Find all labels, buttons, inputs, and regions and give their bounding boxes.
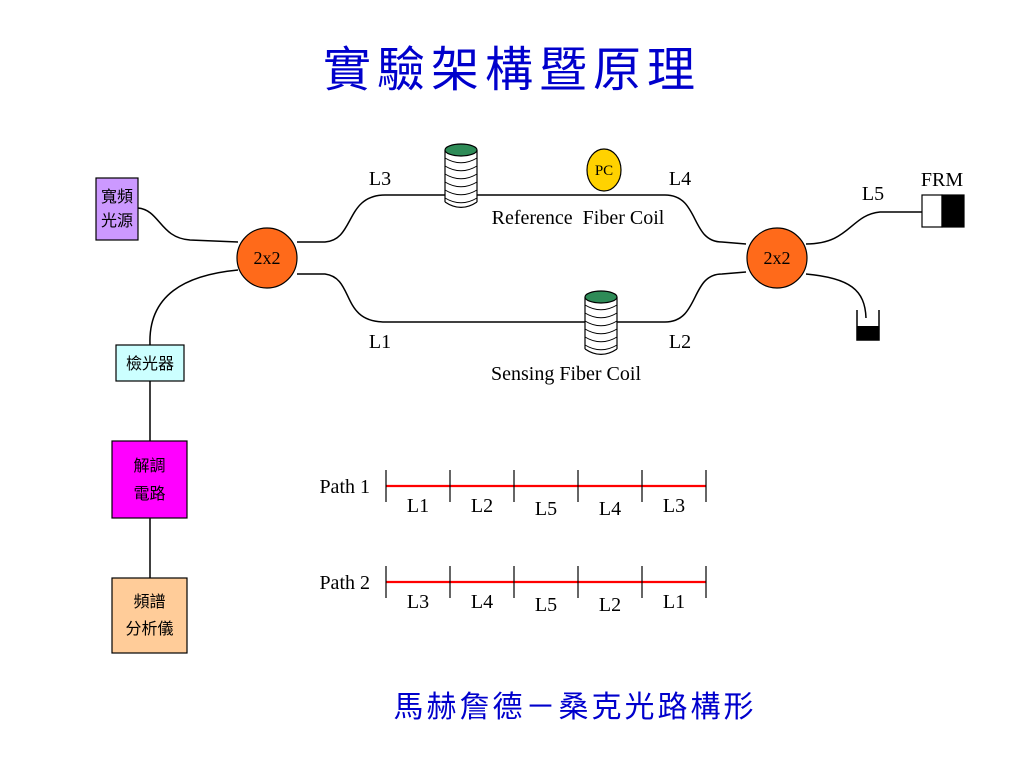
demod-label-line1: 解調: [133, 457, 165, 475]
pc-label: PC: [595, 163, 613, 179]
slide-title: 實驗架構暨原理: [322, 42, 701, 98]
sensing-coil-label: Sensing Fiber Coil: [491, 363, 641, 385]
path-name: Path 2: [319, 572, 370, 594]
spectrum-analyzer-box: 頻譜 分析儀: [111, 577, 188, 654]
analyzer-label-line2: 分析儀: [125, 620, 173, 638]
coupler-left-label: 2x2: [254, 248, 281, 268]
path-row: Path 1 L1 L2 L5 L4 L3: [319, 470, 707, 520]
path-segment-label: L1: [663, 591, 685, 613]
reference-coil-label: Reference Fiber Coil: [492, 207, 665, 229]
fiber-coupler-to-detector: [149, 269, 239, 346]
path-name: Path 1: [319, 476, 370, 498]
demodulation-circuit-box: 解調 電路: [111, 440, 188, 519]
label-l2: L2: [669, 331, 691, 353]
frm-label: FRM: [921, 169, 963, 191]
path-segment-label: L1: [407, 495, 429, 517]
fiber-to-terminator: [805, 273, 867, 319]
label-l4: L4: [669, 168, 691, 190]
fiber-terminator-icon: [856, 310, 880, 341]
demod-label-line2: 電路: [133, 485, 165, 503]
detector-label: 檢光器: [126, 355, 174, 373]
reference-fiber-coil-icon: [444, 143, 478, 208]
fiber-source-to-coupler: [137, 207, 239, 243]
path-segment-label: L4: [599, 498, 621, 520]
fiber-reference-arm: [297, 194, 747, 245]
coupler-right: 2x2: [746, 227, 808, 289]
path-segment-label: L2: [599, 594, 621, 616]
sensing-fiber-coil-icon: [584, 290, 618, 355]
path-segment-label: L2: [471, 495, 493, 517]
path-row: Path 2 L3 L4 L5 L2 L1: [319, 566, 707, 616]
fiber-to-frm: [805, 211, 922, 245]
label-l3: L3: [369, 168, 391, 190]
faraday-rotator-mirror: FRM: [921, 169, 965, 228]
coupler-right-label: 2x2: [764, 248, 791, 268]
path-segment-label: L5: [535, 498, 557, 520]
label-l5: L5: [862, 183, 884, 205]
source-label-line1: 寬頻: [101, 188, 133, 206]
polarization-controller: PC: [586, 148, 622, 192]
analyzer-label-line1: 頻譜: [133, 593, 165, 611]
fiber-sensing-arm: [297, 271, 747, 323]
photodetector-box: 檢光器: [115, 344, 185, 382]
slide-subtitle: 馬赫詹德－桑克光路構形: [393, 690, 757, 725]
path-segment-label: L4: [471, 591, 493, 613]
path-segment-label: L3: [663, 495, 685, 517]
label-l1: L1: [369, 331, 391, 353]
path-segment-label: L5: [535, 594, 557, 616]
source-label-line2: 光源: [101, 212, 133, 230]
coupler-left: 2x2: [236, 227, 298, 289]
path-segment-label: L3: [407, 591, 429, 613]
broadband-source-box: 寬頻 光源: [95, 177, 139, 241]
